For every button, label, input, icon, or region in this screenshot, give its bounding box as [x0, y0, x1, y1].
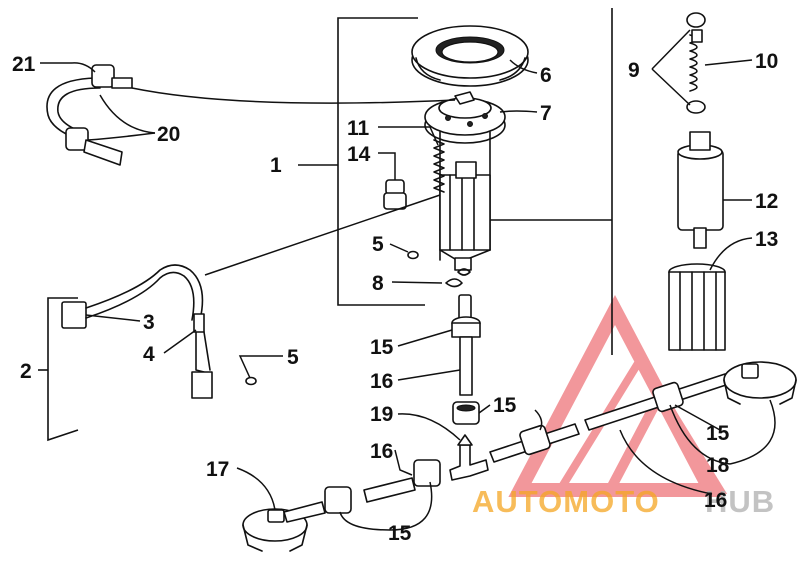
- spring: [433, 139, 445, 193]
- label-part-15-mid: 15: [493, 394, 517, 417]
- bracket-assembly-pump: [485, 8, 613, 355]
- watermark-text-right: HUB: [705, 484, 775, 519]
- label-part-15-right: 15: [706, 422, 730, 445]
- bracket-assembly-1: [298, 17, 425, 306]
- fuel-pump: [677, 131, 724, 249]
- leader-lines: [40, 29, 776, 531]
- watermark-text-left: AUTOMOTO: [472, 484, 660, 519]
- hose-clamps: [686, 12, 706, 114]
- label-part-19: 19: [370, 403, 393, 426]
- label-part-16-left: 16: [370, 440, 393, 463]
- label-part-15-outlet: 15: [370, 336, 394, 359]
- fuel-line-left: [324, 459, 441, 514]
- coil-hose: [689, 29, 703, 92]
- hose-clamp-mid: [452, 401, 480, 425]
- quick-connector-right: [723, 361, 797, 405]
- outlet-tube-vertical: [451, 294, 481, 396]
- label-part-10: 10: [755, 50, 778, 73]
- bracket-assembly-2: [38, 297, 79, 442]
- screw-module: [407, 250, 419, 260]
- label-part-2: 2: [20, 360, 32, 383]
- label-part-15-left: 15: [388, 522, 412, 545]
- t-fitting: [449, 434, 489, 481]
- label-part-5-harness: 5: [287, 346, 299, 369]
- label-part-6: 6: [540, 64, 552, 87]
- label-part-4: 4: [143, 343, 155, 366]
- pump-flange: [424, 91, 506, 144]
- label-part-18: 18: [706, 454, 730, 477]
- label-part-12: 12: [755, 190, 778, 213]
- label-part-13: 13: [755, 228, 778, 251]
- fuel-line-long: [584, 373, 730, 431]
- screw-harness: [245, 376, 257, 386]
- label-part-16-vertical: 16: [370, 370, 393, 393]
- label-part-11: 11: [347, 117, 370, 140]
- part-labels: 1 2 3 4 5 5 6 7 8 9 10 11 12 13 14 15 15…: [12, 50, 778, 545]
- pump-module-body: [439, 131, 491, 271]
- wiring-harness: [61, 194, 441, 399]
- label-part-7: 7: [540, 102, 552, 125]
- label-part-20: 20: [157, 123, 180, 146]
- label-part-16-right: 16: [704, 489, 727, 512]
- lock-ring: [411, 25, 529, 87]
- rubber-plug: [383, 179, 407, 210]
- vent-hose: [46, 64, 456, 166]
- label-part-14: 14: [347, 143, 371, 166]
- watermark-text: AUTOMOTO HUB: [472, 484, 775, 519]
- label-part-8: 8: [372, 272, 384, 295]
- fuel-line-right: [489, 423, 580, 463]
- label-part-17: 17: [206, 458, 229, 481]
- fuel-filter: [668, 263, 726, 351]
- label-part-5-module: 5: [372, 233, 384, 256]
- quick-connector-left: [242, 501, 326, 552]
- label-part-9: 9: [628, 59, 640, 82]
- label-part-1: 1: [270, 154, 282, 177]
- label-part-21: 21: [12, 53, 36, 76]
- label-part-3: 3: [143, 311, 155, 334]
- clip: [445, 268, 471, 288]
